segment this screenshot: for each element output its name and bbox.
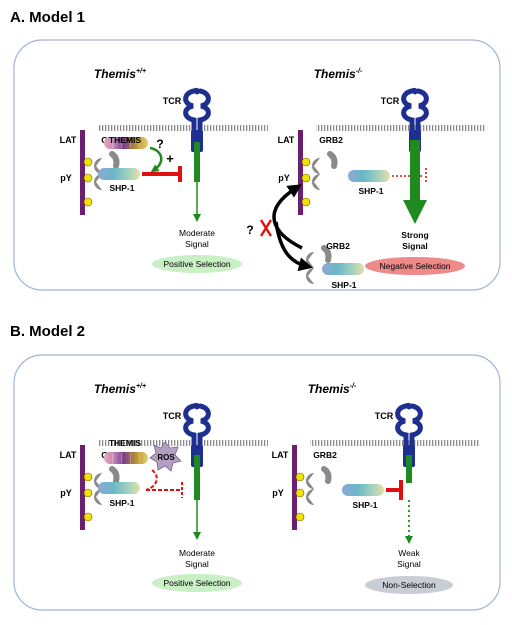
ros-icon: ROS (149, 441, 182, 472)
signal-shaft (410, 140, 420, 200)
phosphotyrosine-icon (295, 472, 305, 482)
py-label: pY (60, 488, 72, 498)
themis-label: THEMIS (109, 438, 141, 448)
phosphotyrosine-icon (295, 512, 305, 522)
phosphotyrosine-icon (295, 488, 305, 498)
shp1-label: SHP-1 (358, 186, 383, 196)
lat-label: LAT (60, 135, 77, 145)
py-label: pY (272, 488, 284, 498)
selection-badge: Positive Selection (152, 255, 242, 273)
free-shp1-icon (322, 263, 364, 275)
panel-a-wt: Themis+/+TCRLATpYGRB2THEMISSHP-1?+Modera… (60, 67, 268, 273)
shp1-icon (342, 484, 384, 496)
shp1-label: SHP-1 (109, 498, 134, 508)
phosphotyrosine-icon (83, 488, 93, 498)
tcr-label: TCR (381, 96, 400, 106)
inhibition-bar (142, 166, 182, 182)
py-label: pY (278, 173, 290, 183)
signal-arrowhead (403, 200, 427, 224)
themis-label: THEMIS (109, 135, 141, 145)
themis-icon (104, 452, 148, 464)
question-mark: ? (156, 137, 163, 151)
signal-shaft (194, 455, 200, 500)
cross-icon (259, 219, 273, 237)
phosphotyrosine-icon (83, 197, 93, 207)
shp1-label: SHP-1 (352, 500, 377, 510)
panel-box (13, 354, 501, 611)
lat-icon (80, 130, 85, 215)
selection-badge: Non-Selection (365, 576, 453, 594)
ros-label: ROS (157, 453, 175, 462)
phosphotyrosine-icon (83, 472, 93, 482)
selection-badge-label: Negative Selection (380, 261, 451, 271)
phosphotyrosine-icon (83, 173, 93, 183)
question-mark: ? (246, 223, 253, 237)
panel-heading: B. Model 2 (10, 323, 85, 340)
tcr-label: TCR (375, 411, 394, 421)
genotype-title: Themis-/- (308, 382, 357, 396)
lat-label: LAT (60, 450, 77, 460)
shp1-icon (348, 170, 390, 182)
grb2-icon (94, 466, 120, 505)
inhibition-bar (386, 480, 403, 500)
lat-icon (80, 445, 85, 530)
plus-sign: + (166, 151, 174, 166)
selection-badge-label: Positive Selection (163, 259, 230, 269)
phosphotyrosine-icon (301, 197, 311, 207)
selection-badge-label: Non-Selection (382, 580, 436, 590)
ros-feedback (145, 469, 158, 491)
selection-badge-label: Positive Selection (163, 578, 230, 588)
shp1-icon (98, 482, 140, 494)
membrane (98, 440, 268, 446)
selection-badge: Positive Selection (152, 574, 242, 592)
genotype-title: Themis-/- (314, 67, 363, 81)
selection-badge: Negative Selection (365, 257, 465, 275)
grb2-label: GRB2 (313, 450, 337, 460)
membrane (310, 440, 480, 446)
genotype-title: Themis+/+ (94, 382, 146, 396)
py-label: pY (60, 173, 72, 183)
lat-icon (298, 130, 303, 215)
tcr-label: TCR (163, 411, 182, 421)
themis-icon (104, 137, 148, 149)
membrane (98, 125, 268, 131)
panel-box (13, 39, 501, 291)
recruit-arrow (272, 184, 303, 250)
tcr-label: TCR (163, 96, 182, 106)
shp1-label: SHP-1 (109, 183, 134, 193)
lat-label: LAT (278, 135, 295, 145)
shp1-icon (98, 168, 140, 180)
grb2-icon (94, 151, 120, 190)
grb2-label: GRB2 (319, 135, 343, 145)
signal-shaft (194, 142, 200, 182)
phosphotyrosine-icon (301, 157, 311, 167)
membrane (316, 125, 486, 131)
grb2-icon (312, 151, 338, 190)
panel-heading: A. Model 1 (10, 9, 85, 26)
feedback-arrow (149, 146, 163, 173)
signal-shaft (406, 455, 412, 483)
genotype-title: Themis+/+ (94, 67, 146, 81)
free-shp1-label: SHP-1 (331, 280, 356, 290)
phosphotyrosine-icon (83, 157, 93, 167)
panel-b-wt: Themis+/+TCRLATpYGRB2THEMISSHP-1ROSModer… (60, 382, 268, 592)
release-arrow (274, 221, 313, 272)
grb2-icon (306, 466, 332, 505)
free-grb2-label: GRB2 (326, 241, 350, 251)
lat-label: LAT (272, 450, 289, 460)
phosphotyrosine-icon (83, 512, 93, 522)
phosphotyrosine-icon (301, 173, 311, 183)
lat-icon (292, 445, 297, 530)
